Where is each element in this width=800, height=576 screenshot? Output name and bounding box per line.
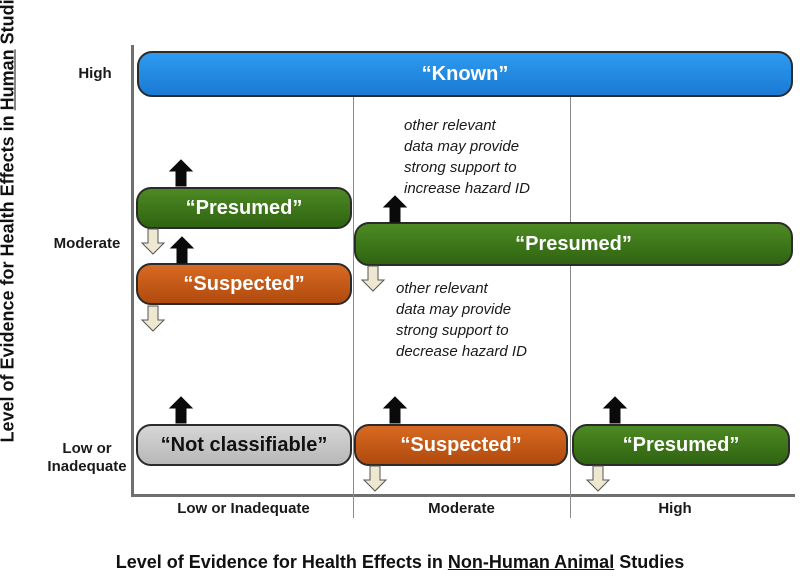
down-arrow-icon: [361, 265, 385, 292]
suspected-box-bottom: “Suspected”: [354, 424, 568, 466]
note-decrease-hazard: other relevant data may provide strong s…: [396, 280, 527, 360]
x-level-low: Low or Inadequate: [177, 500, 310, 517]
grid-divider-moderate: [353, 88, 354, 518]
not-classifiable-box: “Not classifiable”: [136, 424, 352, 466]
down-arrow-icon: [141, 305, 165, 332]
down-arrow-icon: [141, 228, 165, 255]
down-arrow-icon: [586, 465, 610, 492]
y-axis-line: [131, 45, 134, 497]
known-box: “Known”: [137, 51, 793, 97]
up-arrow-icon: [383, 396, 407, 424]
up-arrow-icon: [603, 396, 627, 424]
x-level-high: High: [658, 500, 692, 517]
note-increase-hazard: other relevant data may provide strong s…: [404, 117, 530, 197]
up-arrow-icon: [169, 159, 193, 187]
up-arrow-icon: [170, 236, 194, 264]
presumed-box-bottom: “Presumed”: [572, 424, 790, 466]
suspected-box-left: “Suspected”: [136, 263, 352, 305]
x-axis-line: [131, 494, 795, 497]
y-axis-title: Level of Evidence for Health Effects in …: [0, 0, 18, 443]
up-arrow-icon: [383, 195, 407, 223]
grid-divider-high: [570, 88, 571, 518]
x-axis-title: Level of Evidence for Health Effects in …: [115, 552, 685, 572]
down-arrow-icon: [363, 465, 387, 492]
y-level-high: High: [78, 65, 112, 82]
up-arrow-icon: [169, 396, 193, 424]
x-level-moderate: Moderate: [428, 500, 495, 517]
y-level-low: Low or Inadequate: [47, 440, 127, 475]
presumed-box-mid: “Presumed”: [354, 222, 793, 266]
presumed-box-left: “Presumed”: [136, 187, 352, 229]
y-level-moderate: Moderate: [53, 235, 121, 252]
